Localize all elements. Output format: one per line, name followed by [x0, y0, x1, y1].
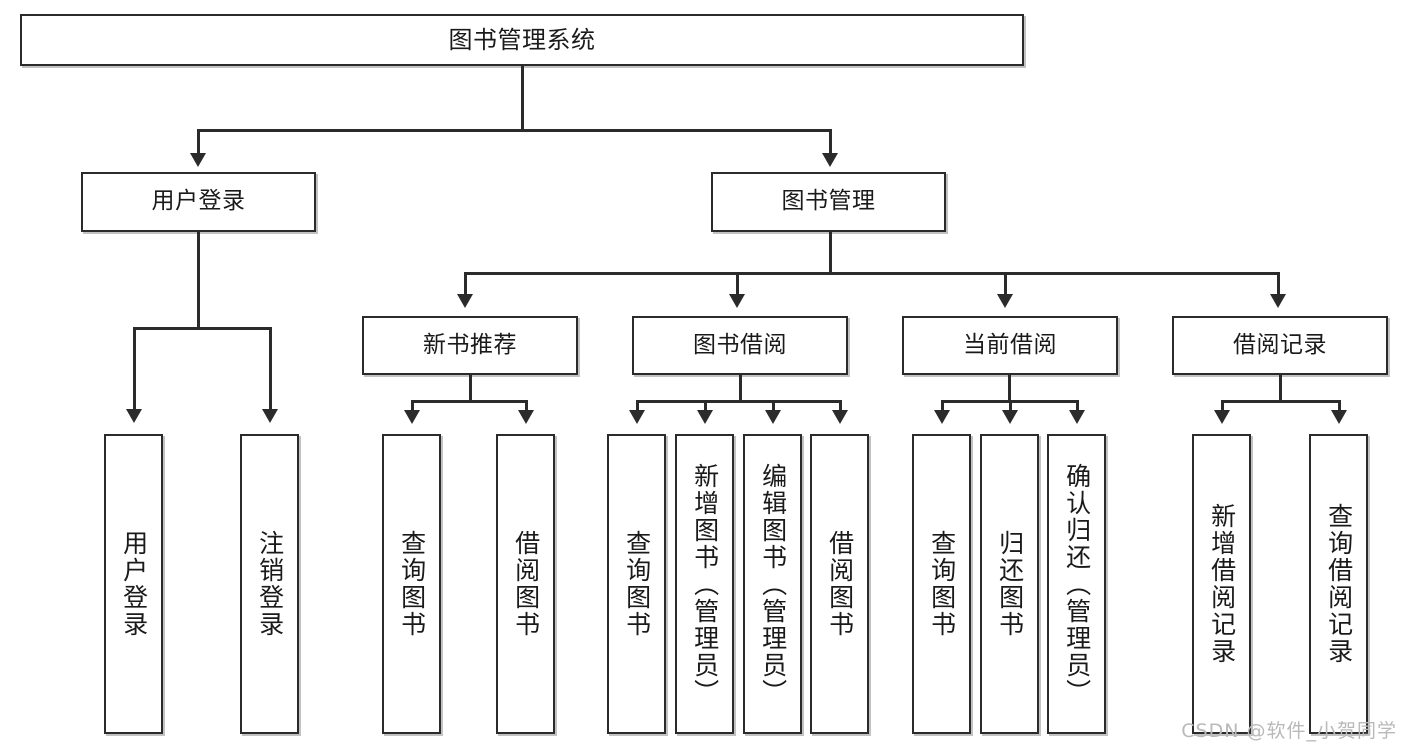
node-leaf-logout-login-label: 注销登录 [255, 530, 285, 638]
node-leaf-edit-book-label: 编辑图书（管理员） [758, 462, 788, 706]
connector-br-to-leaf-2 [1338, 400, 1341, 412]
node-leaf-borrow-book-2-label: 借阅图书 [825, 530, 855, 638]
arrow-bb-to-leaf-4 [832, 410, 848, 424]
connector-bb-to-leaf-2 [704, 400, 707, 412]
arrow-bm-to-new-book [457, 294, 473, 308]
connector-br-to-leaf-1 [1221, 400, 1224, 412]
node-leaf-query-book-3[interactable]: 查询图书 [912, 434, 971, 734]
node-leaf-logout-login[interactable]: 注销登录 [240, 434, 299, 734]
node-leaf-borrow-book-1-label: 借阅图书 [511, 530, 541, 638]
node-user-login-label: 用户登录 [151, 188, 246, 215]
arrow-bm-to-borrow-record [1270, 294, 1286, 308]
connector-user-login-to-leaf-2 [269, 327, 272, 411]
arrow-bb-to-leaf-2 [697, 410, 713, 424]
connector-bm-to-new-book [464, 272, 467, 296]
connector-nb-to-leaf-1 [411, 400, 414, 412]
connector-root-to-book-management [829, 129, 832, 155]
arrow-user-login-to-leaf-2 [262, 409, 278, 423]
arrow-root-to-book-management [822, 153, 838, 167]
node-leaf-query-book-2-label: 查询图书 [622, 530, 652, 638]
connector-current-borrow-stem [1008, 375, 1011, 403]
node-root-label: 图书管理系统 [448, 25, 596, 54]
node-leaf-borrow-book-1[interactable]: 借阅图书 [496, 434, 555, 734]
node-borrow-record[interactable]: 借阅记录 [1172, 316, 1388, 375]
node-borrow-record-label: 借阅记录 [1233, 331, 1327, 358]
arrow-cb-to-leaf-1 [934, 410, 950, 424]
node-leaf-query-book-1[interactable]: 查询图书 [382, 434, 441, 734]
watermark-text: CSDN @软件_小贺同学 [1181, 720, 1397, 742]
connector-root-bus [197, 129, 831, 132]
arrow-cb-to-leaf-2 [1002, 410, 1018, 424]
connector-cb-to-leaf-2 [1009, 400, 1012, 412]
node-current-borrow-label: 当前借阅 [963, 331, 1057, 358]
node-leaf-confirm-return[interactable]: 确认归还（管理员） [1047, 434, 1106, 734]
node-leaf-add-book-label: 新增图书（管理员） [690, 462, 720, 706]
node-leaf-user-login-label: 用户登录 [119, 530, 149, 638]
arrow-bm-to-current-borrow [997, 294, 1013, 308]
connector-new-book-bus [411, 400, 528, 403]
node-leaf-add-record-label: 新增借阅记录 [1207, 503, 1237, 665]
connector-root-to-user-login [197, 129, 200, 155]
arrow-root-to-user-login [190, 153, 206, 167]
arrow-cb-to-leaf-3 [1069, 410, 1085, 424]
connector-book-borrow-stem [739, 375, 742, 403]
node-leaf-add-book[interactable]: 新增图书（管理员） [675, 434, 734, 734]
connector-book-borrow-bus [636, 400, 841, 403]
connector-cb-to-leaf-3 [1076, 400, 1079, 412]
node-book-borrow[interactable]: 图书借阅 [632, 316, 848, 375]
node-leaf-query-book-2[interactable]: 查询图书 [607, 434, 666, 734]
node-book-borrow-label: 图书借阅 [693, 331, 787, 358]
connector-book-management-stem [829, 232, 832, 274]
connector-borrow-record-bus [1221, 400, 1340, 403]
node-leaf-return-book-label: 归还图书 [995, 530, 1025, 638]
connector-bm-to-book-borrow [736, 272, 739, 296]
node-new-book-recommend-label: 新书推荐 [423, 331, 517, 358]
arrow-br-to-leaf-1 [1214, 410, 1230, 424]
connector-user-login-to-leaf-1 [133, 327, 136, 411]
connector-root-stem [521, 66, 524, 131]
node-leaf-query-record-label: 查询借阅记录 [1324, 503, 1354, 665]
node-leaf-borrow-book-2[interactable]: 借阅图书 [810, 434, 869, 734]
connector-cb-to-leaf-1 [941, 400, 944, 412]
node-new-book-recommend[interactable]: 新书推荐 [362, 316, 578, 375]
connector-borrow-record-stem [1279, 375, 1282, 403]
node-leaf-query-book-1-label: 查询图书 [397, 530, 427, 638]
node-leaf-return-book[interactable]: 归还图书 [980, 434, 1039, 734]
node-current-borrow[interactable]: 当前借阅 [902, 316, 1118, 375]
connector-new-book-stem [469, 375, 472, 403]
connector-bb-to-leaf-3 [772, 400, 775, 412]
connector-bb-to-leaf-4 [839, 400, 842, 412]
connector-book-management-bus [464, 272, 1280, 275]
connector-nb-to-leaf-2 [525, 400, 528, 412]
node-leaf-query-record[interactable]: 查询借阅记录 [1309, 434, 1368, 734]
node-leaf-add-record[interactable]: 新增借阅记录 [1192, 434, 1251, 734]
node-book-management-label: 图书管理 [781, 188, 876, 215]
connector-user-login-stem [197, 232, 200, 330]
node-user-login[interactable]: 用户登录 [81, 172, 316, 232]
connector-bm-to-current-borrow [1004, 272, 1007, 296]
arrow-bb-to-leaf-3 [765, 410, 781, 424]
arrow-br-to-leaf-2 [1331, 410, 1347, 424]
node-leaf-user-login[interactable]: 用户登录 [104, 434, 163, 734]
connector-bb-to-leaf-1 [636, 400, 639, 412]
arrow-bb-to-leaf-1 [629, 410, 645, 424]
node-leaf-query-book-3-label: 查询图书 [927, 530, 957, 638]
arrow-nb-to-leaf-1 [404, 410, 420, 424]
connector-bm-to-borrow-record [1277, 272, 1280, 296]
node-leaf-edit-book[interactable]: 编辑图书（管理员） [743, 434, 802, 734]
connector-user-login-bus [133, 327, 272, 330]
arrow-user-login-to-leaf-1 [126, 409, 142, 423]
arrow-bm-to-book-borrow [729, 294, 745, 308]
node-root[interactable]: 图书管理系统 [20, 14, 1024, 66]
arrow-nb-to-leaf-2 [518, 410, 534, 424]
node-book-management[interactable]: 图书管理 [711, 172, 946, 232]
node-leaf-confirm-return-label: 确认归还（管理员） [1062, 462, 1092, 706]
